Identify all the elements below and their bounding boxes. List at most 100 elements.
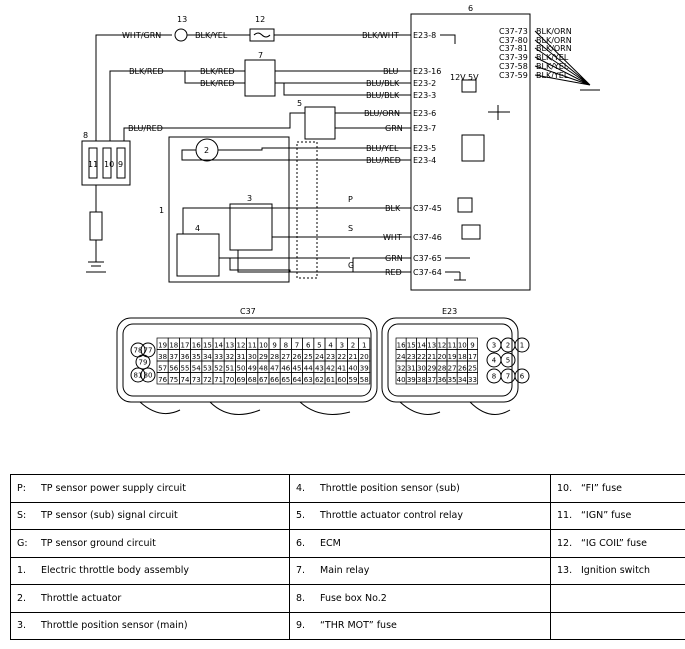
voltage-12v: 12V [450,73,466,82]
e23-pin-cell [467,372,478,385]
c37-pin-label: 31 [237,353,246,361]
c37-pin-label: 16 [192,342,201,350]
throttle-body-box [168,136,290,283]
term-e23-16: E23-16 [413,67,441,76]
tp-sensor-sub-box [176,233,220,277]
legend-cell: 5. Throttle actuator control relay [289,501,551,530]
c37-pin-label: 60 [337,376,346,384]
term-e23-6: E23-6 [413,109,436,118]
e23-pin-label: 9 [470,342,474,350]
legend-key: G: [17,537,28,549]
legend-cell: 4. Throttle position sensor (sub) [289,474,551,503]
c37-pin-label: 14 [214,342,223,350]
legend-cell: 2.Throttle actuator [10,584,290,613]
c37-pin-label: 33 [214,353,223,361]
c37-pin-label: 48 [259,365,268,373]
label-blk-orn-1: BLK/ORN [536,27,572,36]
c37-round-pin [130,367,146,383]
legend-text: Throttle actuator control relay [320,510,463,522]
c37-pin-label: 71 [214,376,223,384]
c37-pin-label: 32 [225,353,234,361]
label-blu-yel: BLU/YEL [366,144,399,153]
label-blu-blk-1: BLU/BLK [366,79,400,88]
c37-pin-label: 12 [237,342,246,350]
legend-text: Throttle position sensor (main) [41,620,188,632]
c37-pin-label: 39 [360,365,369,373]
legend-cell: P:TP sensor power supply circuit [10,474,290,503]
fuse-9-icon [116,147,126,179]
c37-round-pin-label: 77 [144,347,153,355]
label-blk-yel-3: BLK/YEL [536,71,569,80]
term-c37-81: C37-81 [499,44,528,53]
legend-text: Ignition switch [581,565,651,577]
wire-blu-red [181,149,411,161]
c37-pin-label: 52 [214,365,223,373]
legend-cell: 8.Fuse box No.2 [289,584,551,613]
fuse-10-icon [102,147,112,179]
legend-key: 6. [296,537,306,549]
c37-pin-label: 47 [270,365,279,373]
num-1: 1 [159,206,164,215]
e23-pin-label: 14 [417,342,426,350]
e23-pin-label: 18 [458,353,467,361]
e23-pin-label: 36 [437,376,446,384]
e23-pin-label: 34 [458,376,467,384]
label-wht-grn: WHT/GRN [122,31,161,40]
c37-pin-label: 67 [259,376,268,384]
e23-round-pin-label: 4 [492,357,497,365]
shield [296,141,318,279]
legend-table: P:TP sensor power supply circuit 4. Thrott… [10,474,685,640]
c37-pin-label: 36 [181,353,190,361]
legend-key: S: [17,510,27,522]
legend-text: TP sensor (sub) signal circuit [41,510,178,522]
legend-cell: 3.Throttle position sensor (main) [10,611,290,640]
legend-cell [550,611,685,640]
c37-pin-label: 17 [181,342,190,350]
c37-pin-label: 23 [326,353,335,361]
legend-row: P:TP sensor power supply circuit 4. Thrott… [10,474,685,503]
legend-key: 4. [296,482,306,494]
c37-pin-label: 54 [192,365,201,373]
circuit-g: G [348,261,354,270]
label-blu-orn: BLU/ORN [364,109,400,118]
e23-pin-label: 24 [397,353,406,361]
legend-key: 8. [296,592,306,604]
e23-pin-label: 27 [448,365,457,373]
c37-pin-label: 34 [203,353,212,361]
e23-pin-label: 38 [417,376,426,384]
legend-key: 10. [557,482,573,494]
legend-text: Electric throttle body assembly [41,565,190,577]
legend-cell: 1.Electric throttle body assembly [10,556,290,585]
c37-pin-label: 7 [295,342,299,350]
label-blk-orn-2: BLK/ORN [536,36,572,45]
wire-blk [182,207,411,234]
e23-pin-label: 17 [468,353,477,361]
label-blk-red-r2: BLK/RED [200,79,235,88]
c37-pin-label: 59 [349,376,358,384]
e23-pin-label: 20 [437,353,446,361]
label-blk-yel-1: BLK/YEL [536,53,569,62]
legend-text: TP sensor power supply circuit [41,482,186,494]
e23-round-pin-label: 5 [506,357,510,365]
e23-pin-label: 33 [468,376,477,384]
c37-pin-label: 69 [237,376,246,384]
label-blk-yel: BLK/YEL [195,31,228,40]
legend-text: ECM [320,537,341,549]
c37-pin-label: 62 [315,376,324,384]
num-f11: 11 [88,160,98,169]
c37-pin-label: 63 [304,376,313,384]
legend-text: Throttle position sensor (sub) [320,482,460,494]
c37-round-pin-label: 79 [139,359,148,367]
legend-key: 5. [296,510,306,522]
c37-pin-label: 21 [349,353,358,361]
legend-row: 3.Throttle position sensor (main)9.“THR … [10,611,685,640]
c37-pin-label: 68 [248,376,257,384]
label-blu: BLU [383,67,399,76]
legend-cell [550,584,685,613]
num-6: 6 [468,4,473,13]
legend-key: 2. [17,592,27,604]
